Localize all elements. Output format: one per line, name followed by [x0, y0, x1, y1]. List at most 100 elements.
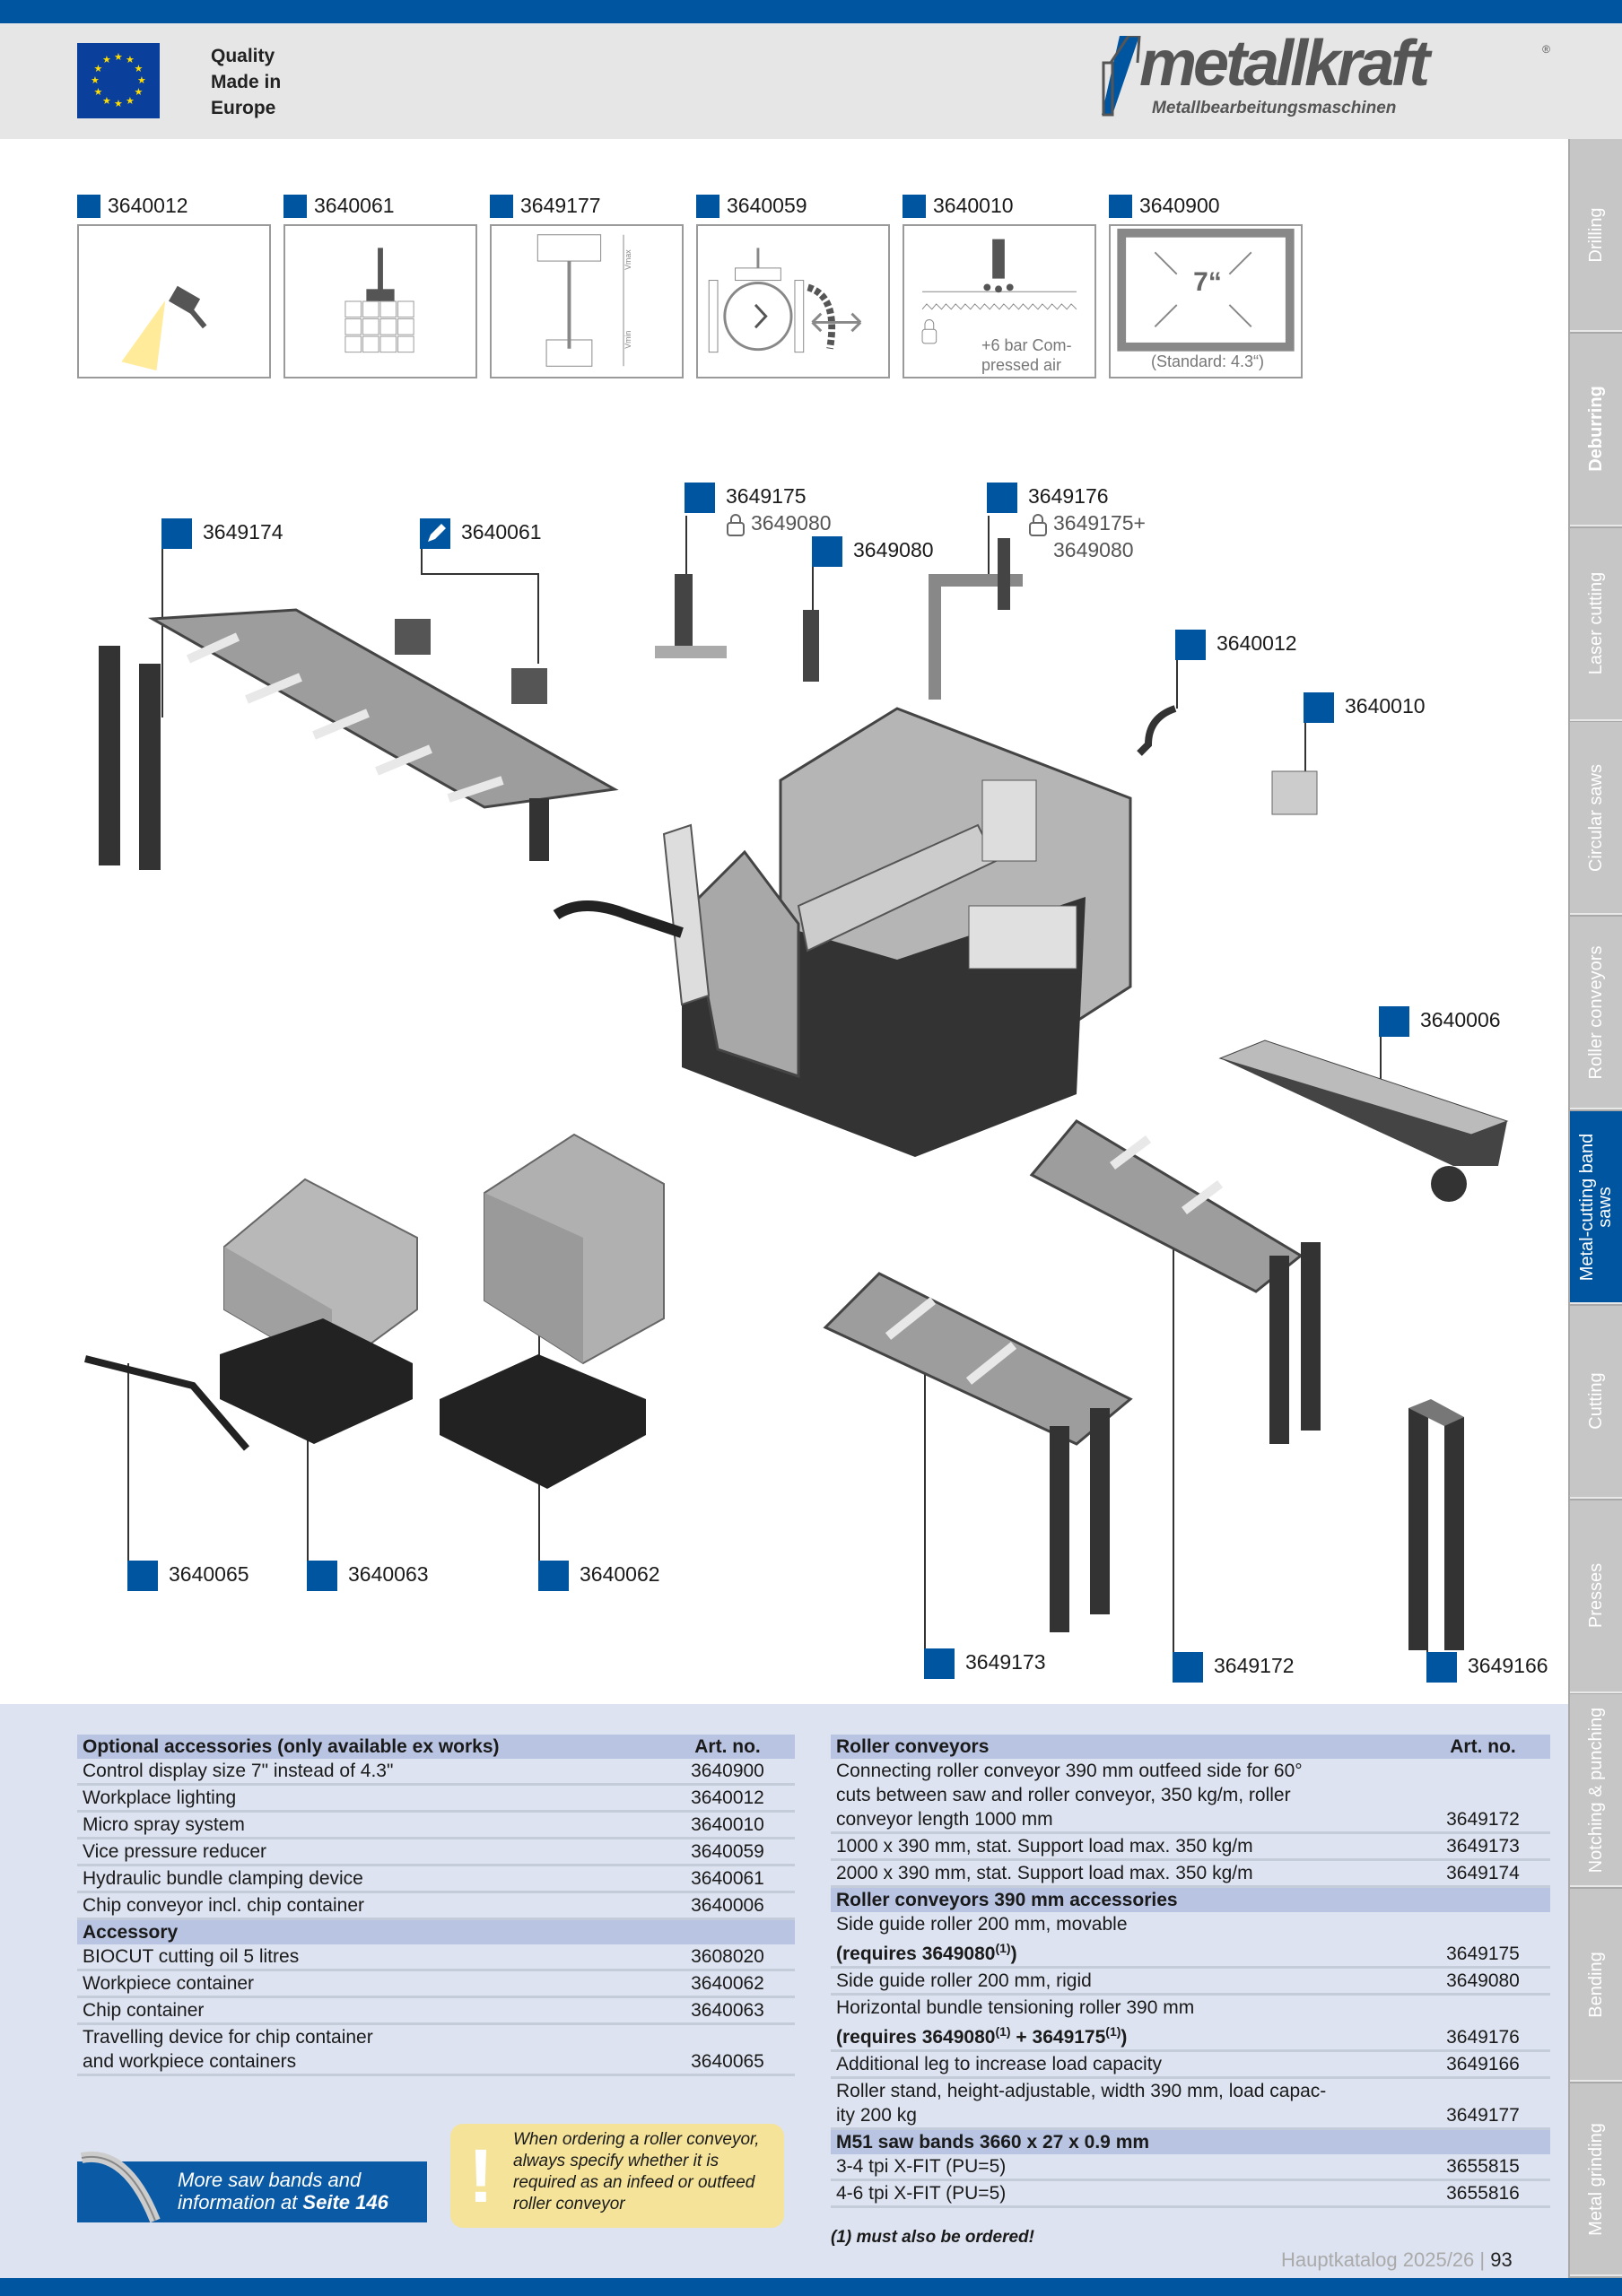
metallkraft-logo: metallkraft ® Metallbearbeitungsmaschine… — [1102, 31, 1550, 129]
callout-text: 3640012 — [1216, 630, 1297, 657]
note-line: roller conveyor — [513, 2195, 625, 2213]
art-no-header: Art. no. — [1416, 1735, 1550, 1759]
callout-3640062[interactable]: 3640062 — [538, 1561, 660, 1591]
icon-label-3640010: 3640010 — [903, 194, 1014, 218]
sidebar-tab[interactable]: Presses — [1570, 1500, 1622, 1693]
callout-3640010[interactable]: 3640010 — [1304, 692, 1426, 723]
article-number: 3608020 — [660, 1944, 795, 1971]
article-number: 3655816 — [1416, 2179, 1550, 2208]
article-number: 3640059 — [727, 194, 807, 217]
art-no-header — [660, 1918, 795, 1944]
blue-marker-icon — [1304, 692, 1334, 723]
callout-3649080[interactable]: 3649080 — [812, 536, 934, 567]
accessories-diagram — [84, 516, 1509, 1652]
article-number: 3649174 — [203, 520, 283, 544]
item-description: 1000 x 390 mm, stat. Support load max. 3… — [831, 1832, 1416, 1861]
blue-marker-icon — [1109, 194, 1132, 218]
sidebar-tab-label: Bending — [1586, 1951, 1606, 2018]
page-reference-link[interactable]: Seite 146 — [302, 2191, 388, 2213]
connecting-roller-conveyor-drawing — [1029, 1119, 1321, 1444]
containers-drawing — [84, 1133, 665, 1489]
article-number: 3649173 — [965, 1650, 1046, 1674]
article-number: 3649172 — [1416, 1759, 1550, 1834]
table-row: Connecting roller conveyor 390 mm outfee… — [831, 1759, 1550, 1834]
roller-conveyor-1000-drawing — [823, 1272, 1133, 1632]
blue-marker-icon — [307, 1561, 337, 1591]
description-line: Control display size 7" instead of 4.3" — [83, 1761, 394, 1781]
description-line: Additional leg to increase load capacity — [836, 2054, 1163, 2074]
ordering-note: ! When ordering a roller conveyor, alway… — [450, 2124, 784, 2228]
callout-3640061[interactable]: 3640061 — [420, 518, 542, 549]
sidebar-tab[interactable]: Deburring — [1570, 333, 1622, 526]
more-saw-bands-link[interactable]: More saw bands and information at Seite … — [77, 2151, 427, 2222]
footnote-marker: (1) — [995, 2024, 1011, 2039]
callout-3649173[interactable]: 3649173 — [924, 1648, 1046, 1679]
sidebar-tab[interactable]: Drilling — [1570, 139, 1622, 332]
article-number: 3640061 — [660, 1865, 795, 1893]
footnote-marker: (1) — [995, 1941, 1011, 1955]
display-size-icon — [1111, 226, 1301, 377]
article-number: 3649173 — [1416, 1832, 1550, 1861]
sidebar-tab[interactable]: Roller conveyors — [1570, 917, 1622, 1110]
star-icon: ★ — [91, 75, 100, 86]
article-number: 3640063 — [660, 1996, 795, 2025]
item-description: Micro spray system — [77, 1811, 660, 1839]
sidebar-tab[interactable]: Bending — [1570, 1889, 1622, 2083]
sidebar-tab[interactable]: Circular saws — [1570, 722, 1622, 916]
item-description: Connecting roller conveyor 390 mm outfee… — [831, 1759, 1416, 1834]
callout-3640065[interactable]: 3640065 — [127, 1561, 249, 1591]
accessory-icon-box: 7“(Standard: 4.3“) — [1109, 224, 1303, 378]
sidebar-tab[interactable]: Laser cutting — [1570, 527, 1622, 721]
item-description: Workpiece container — [77, 1970, 660, 1998]
compressed-air-text: +6 bar Com-pressed air — [981, 335, 1072, 375]
callout-3640012[interactable]: 3640012 — [1175, 630, 1297, 660]
blue-marker-icon — [812, 536, 842, 567]
standard-size-text: (Standard: 4.3“) — [1150, 352, 1265, 370]
item-description: Control display size 7" instead of 4.3" — [77, 1759, 660, 1786]
callout-3640063[interactable]: 3640063 — [307, 1561, 429, 1591]
callout-3649174[interactable]: 3649174 — [161, 518, 283, 549]
sidebar-tab[interactable]: Metal-cutting band saws — [1570, 1111, 1622, 1304]
footnote-marker: (1) — [1105, 2024, 1121, 2039]
art-no-header — [1416, 1886, 1550, 1912]
star-icon: ★ — [126, 95, 135, 107]
description-line: ity 200 kg — [836, 2105, 917, 2126]
sidebar-tab-label: Roller conveyors — [1586, 945, 1606, 1080]
article-number: 3649176 — [1416, 1994, 1550, 2052]
note-text: ) — [1010, 1944, 1017, 1964]
saw-bands-text: information at — [178, 2191, 298, 2213]
note-line: When ordering a roller conveyor, — [513, 2130, 760, 2149]
sidebar-tab[interactable]: Cutting — [1570, 1305, 1622, 1499]
section-title: Roller conveyors — [831, 1735, 1416, 1759]
table-row: Control display size 7" instead of 4.3"3… — [77, 1759, 795, 1786]
callout-3649166[interactable]: 3649166 — [1426, 1652, 1548, 1683]
section-title: M51 saw bands 3660 x 27 x 0.9 mm — [831, 2128, 1416, 2154]
star-icon: ★ — [102, 55, 111, 66]
required-article: 3649080 — [726, 509, 832, 536]
table-section-header: Optional accessories (only available ex … — [77, 1735, 795, 1759]
icon-label-3649177: 3649177 — [490, 194, 601, 218]
table-row: Side guide roller 200 mm, movable(requir… — [831, 1912, 1550, 1969]
blue-marker-icon — [490, 194, 513, 218]
sidebar-tab-label: Metal-cutting band saws — [1577, 1133, 1615, 1281]
description-line: Side guide roller 200 mm, rigid — [836, 1970, 1092, 1991]
footnote: (1) must also be ordered! — [831, 2228, 1034, 2247]
description-line: and workpiece containers — [83, 2051, 297, 2072]
callout-3649172[interactable]: 3649172 — [1173, 1652, 1295, 1683]
article-number: 3640059 — [660, 1838, 795, 1866]
callout-3640006[interactable]: 3640006 — [1379, 1006, 1501, 1037]
sidebar-tab[interactable]: Metal grinding — [1570, 2083, 1622, 2276]
sidebar-tab[interactable]: Notching & punching — [1570, 1694, 1622, 1888]
table-row: 4-6 tpi X-FIT (PU=5)3655816 — [831, 2179, 1550, 2208]
footer-separator: | — [1479, 2248, 1486, 2271]
callout-text: 3640006 — [1420, 1006, 1501, 1033]
description-line: Chip conveyor incl. chip container — [83, 1895, 364, 1916]
blue-marker-icon — [696, 194, 719, 218]
note-text: (requires 3649080 — [836, 1944, 996, 1964]
